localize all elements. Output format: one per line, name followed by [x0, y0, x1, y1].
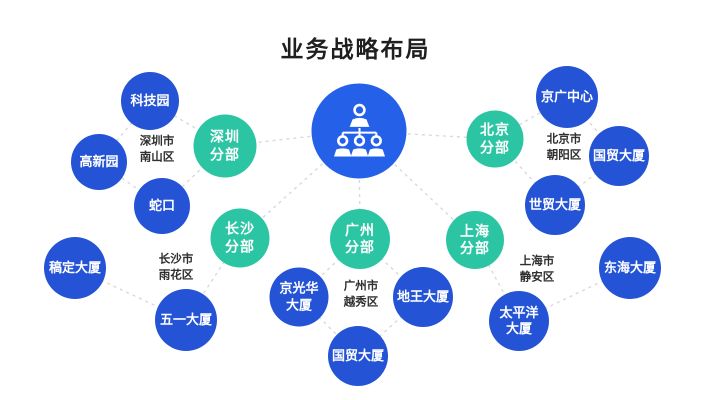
region-label-chaoyang: 北京市 朝阳区 [546, 133, 582, 161]
building-node-gaoding: 稿定大厦 [44, 237, 106, 299]
region-label-yuexiu: 广州市 越秀区 [343, 280, 379, 308]
building-node-donghai: 东海大厦 [599, 237, 661, 299]
building-node-taipingyang: 太平洋 大厦 [489, 291, 549, 351]
branch-node-changsha: 长沙 分部 [210, 208, 270, 268]
region-label-nanshan: 深圳市 南山区 [139, 135, 175, 163]
region-label-jingan: 上海市 静安区 [519, 255, 555, 283]
branch-node-shanghai: 上海 分部 [446, 211, 504, 269]
region-label-yuhua: 长沙市 雨花区 [158, 253, 194, 281]
building-node-shekou: 蛇口 [134, 178, 190, 234]
building-node-guomao-guangzhou: 国贸大厦 [328, 326, 388, 386]
connector-line [358, 130, 476, 241]
branch-node-shenzhen: 深圳 分部 [193, 114, 257, 178]
building-node-shimao: 世贸大厦 [525, 175, 585, 235]
building-node-wuyi: 五一大厦 [155, 289, 217, 351]
building-node-jingguanghua: 京光华 大厦 [269, 267, 329, 327]
branch-node-beijing: 北京 分部 [466, 110, 524, 168]
building-node-kejiyuan: 科技园 [121, 72, 179, 130]
headquarters-hub-node [311, 82, 407, 180]
building-node-guomao-beijing: 国贸大厦 [589, 126, 649, 186]
building-node-gaoxinyuan: 高新园 [71, 134, 127, 190]
building-node-diwang: 地王大厦 [393, 267, 453, 327]
page-title: 业务战略布局 [280, 36, 431, 62]
building-node-jingguang-center: 京广中心 [536, 66, 598, 128]
org-chart-icon [330, 82, 388, 180]
branch-node-guangzhou: 广州 分部 [330, 209, 390, 269]
